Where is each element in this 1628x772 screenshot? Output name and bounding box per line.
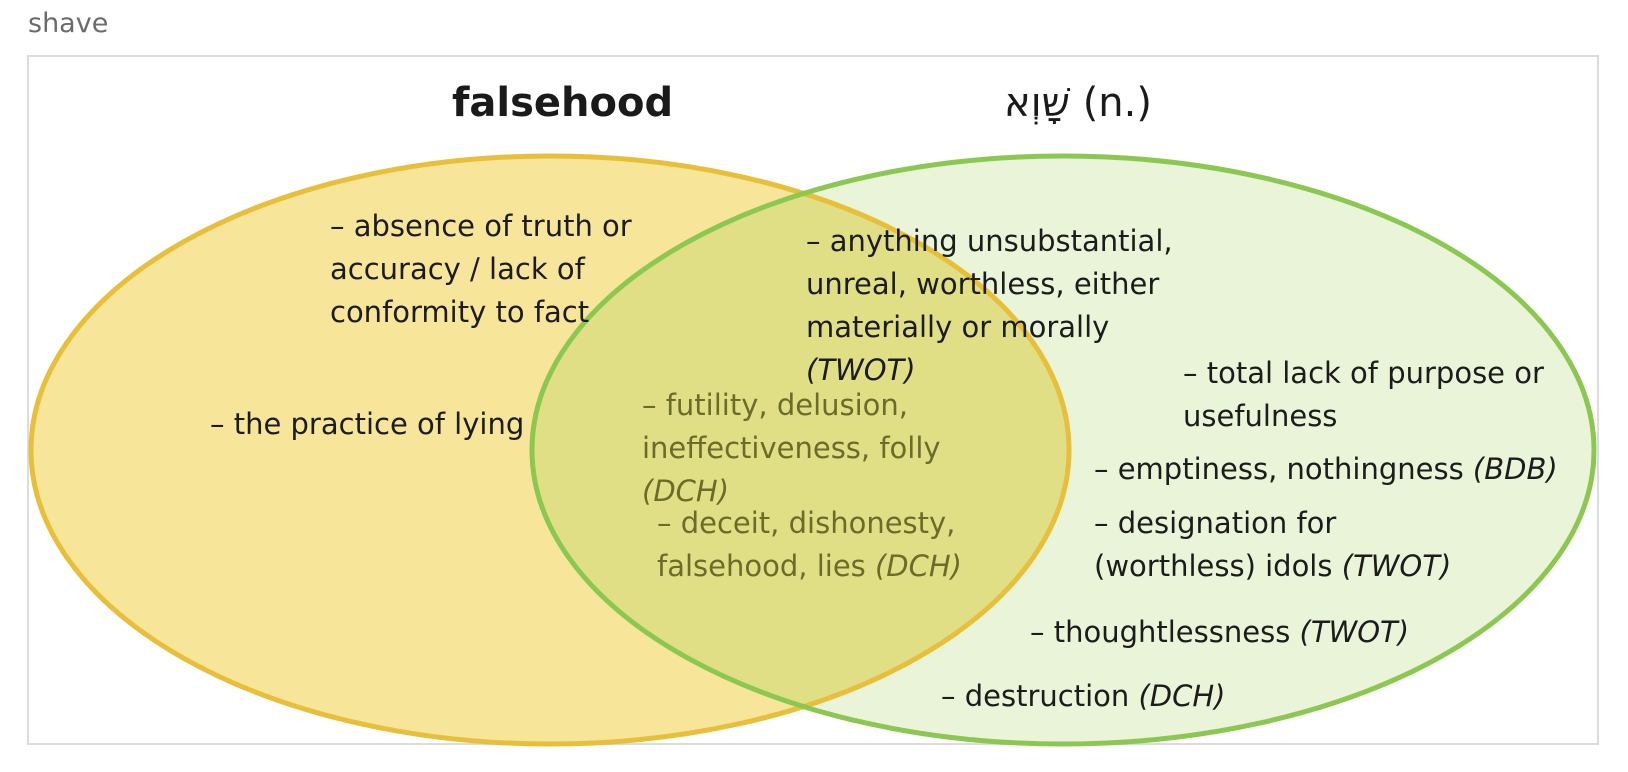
source-citation: (TWOT) <box>806 353 916 387</box>
part-of-speech: (n.) <box>1069 80 1152 126</box>
note-absence-of-truth: – absence of truth or accuracy / lack of… <box>330 209 632 329</box>
note-futility: – futility, delusion, ineffectiveness, f… <box>642 388 941 508</box>
note-emptiness: – emptiness, nothingness (BDB) <box>1094 452 1558 486</box>
note-practice-of-lying: – the practice of lying <box>210 407 525 441</box>
source-citation: (TWOT) <box>1341 549 1452 583</box>
falsehood-title: falsehood <box>452 80 674 126</box>
note-lack-of-purpose: – total lack of purpose or usefulness <box>1183 356 1544 433</box>
falsehood-circle-outline <box>28 153 1072 747</box>
page-label: shave <box>28 8 109 39</box>
note-unsubstantial: – anything unsubstantial, unreal, worthl… <box>806 224 1173 387</box>
shave-circle-outline <box>529 153 1597 747</box>
source-citation: (DCH) <box>642 474 730 508</box>
source-citation: (DCH) <box>1138 679 1226 713</box>
note-deceit: – deceit, dishonesty, falsehood, lies (D… <box>657 506 962 583</box>
note-idols: – designation for (worthless) idols (TWO… <box>1094 506 1452 583</box>
source-citation: (TWOT) <box>1299 615 1410 649</box>
note-thoughtlessness: – thoughtlessness (TWOT) <box>1030 615 1410 649</box>
hebrew-word: שָׁוְא <box>1004 80 1070 126</box>
diagram-frame <box>27 55 1599 745</box>
source-citation: (BDB) <box>1472 452 1558 486</box>
shave-title: שָׁוְא (n.) <box>1004 80 1152 126</box>
overlap-region <box>532 156 1069 744</box>
source-citation: (DCH) <box>874 549 962 583</box>
note-destruction: – destruction (DCH) <box>941 679 1226 713</box>
